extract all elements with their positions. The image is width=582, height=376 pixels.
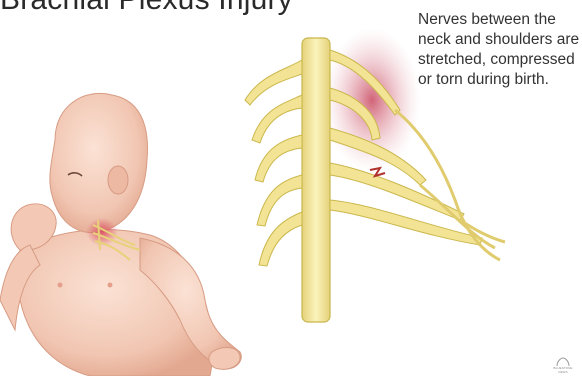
spinal-cord	[302, 38, 330, 322]
watermark-text: BLUESTONE NEWS	[549, 366, 577, 374]
left-nerve-roots	[245, 60, 302, 266]
watermark-logo: BLUESTONE NEWS	[549, 357, 577, 371]
